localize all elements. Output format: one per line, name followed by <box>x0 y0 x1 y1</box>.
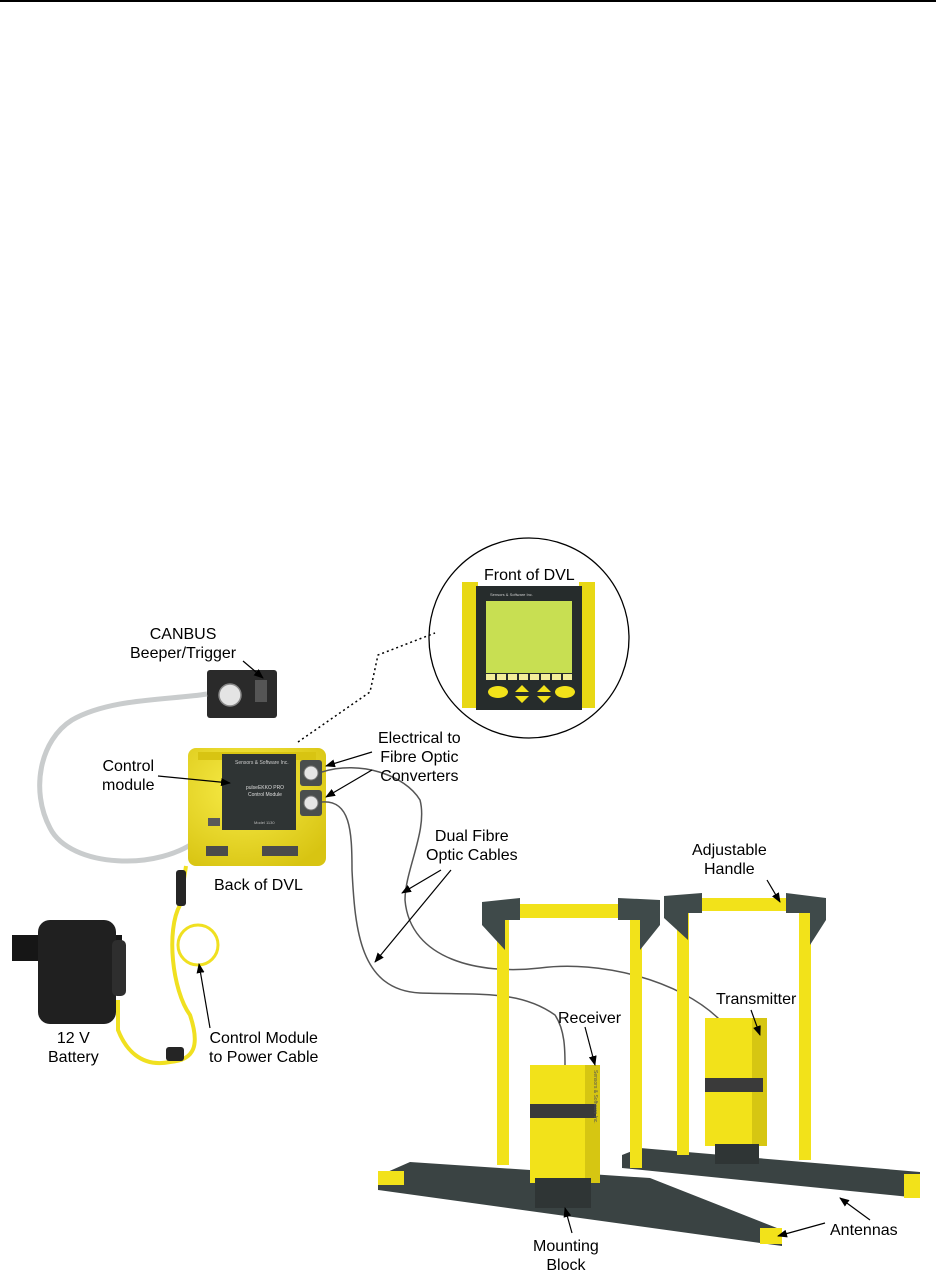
label-power-cable-line1: Control Module <box>209 1030 318 1047</box>
lcd-screen <box>486 601 572 673</box>
fibre-optic-cables <box>321 767 721 1066</box>
arrow-canbus <box>242 660 264 679</box>
label-transmitter: Transmitter <box>716 990 796 1009</box>
canbus-beeper-trigger <box>207 670 277 718</box>
antenna-assembly: Sensors & Software Inc. <box>378 893 920 1246</box>
label-electrical-line2: Fibre Optic <box>380 749 459 766</box>
arrow-mounting-block <box>563 1207 573 1234</box>
arrow-power-cable <box>196 963 211 1029</box>
label-adjustable-line2: Handle <box>704 861 755 878</box>
arrow-transmitter <box>750 1009 761 1036</box>
front-of-dvl-inset: Sensors & Software Inc. <box>428 537 630 739</box>
label-mounting-block: Mounting Block <box>533 1237 599 1275</box>
arrow-fibre-2 <box>374 869 452 963</box>
mounting-block <box>535 1178 591 1208</box>
label-electrical-line1: Electrical to <box>378 730 461 747</box>
label-control-module: Control module <box>102 757 154 795</box>
label-control-module-line2: module <box>102 777 155 794</box>
label-dual-fibre-line2: Optic Cables <box>426 847 518 864</box>
label-receiver-text: Receiver <box>558 1010 622 1027</box>
label-back-of-dvl: Back of DVL <box>214 876 303 895</box>
power-cable <box>116 865 220 1066</box>
label-canbus-line1: CANBUS <box>149 626 217 643</box>
label-electrical-line3: Converters <box>380 768 459 785</box>
receiver-unit: Sensors & Software Inc. <box>530 1065 600 1208</box>
arrow-converter-bottom <box>325 769 373 798</box>
label-antennas: Antennas <box>830 1221 898 1240</box>
arrow-converter-top <box>325 751 373 768</box>
label-battery: 12 V Battery <box>48 1029 99 1067</box>
control-module-panel <box>222 754 296 830</box>
module-name-line2: Control Module <box>248 792 282 798</box>
module-brand-text: Sensors & Software Inc. <box>235 760 289 766</box>
label-power-cable-line2: to Power Cable <box>209 1049 319 1066</box>
label-canbus: CANBUS Beeper/Trigger <box>130 625 236 663</box>
label-canbus-line2: Beeper/Trigger <box>130 645 237 662</box>
transmitter-unit <box>705 1018 767 1164</box>
leader-arrows <box>157 660 871 1238</box>
top-rule <box>0 0 936 2</box>
label-receiver: Receiver <box>558 1009 621 1028</box>
arrow-antenna-1 <box>777 1222 826 1238</box>
module-model-text: Model 1130 <box>254 820 275 825</box>
back-of-dvl: Sensors & Software Inc. pulseEKKO PRO Co… <box>188 748 326 866</box>
transmitter-antenna-board <box>622 1148 920 1198</box>
label-battery-line2: Battery <box>48 1049 99 1066</box>
battery <box>12 920 126 1024</box>
label-front-of-dvl-text: Front of DVL <box>484 567 575 584</box>
label-transmitter-text: Transmitter <box>716 991 797 1008</box>
label-control-module-line1: Control <box>102 758 155 775</box>
label-mounting-line1: Mounting <box>533 1238 599 1255</box>
label-battery-line1: 12 V <box>56 1030 90 1047</box>
arrow-receiver <box>584 1026 597 1066</box>
arrow-handle <box>766 879 781 903</box>
label-adjustable-handle: Adjustable Handle <box>692 841 767 879</box>
label-dual-fibre-line1: Dual Fibre <box>434 828 509 845</box>
label-electrical-converters: Electrical to Fibre Optic Converters <box>378 729 461 786</box>
arrow-antenna-2 <box>839 1197 871 1221</box>
module-name-line1: pulseEKKO PRO <box>246 785 284 791</box>
inset-leader <box>297 632 436 743</box>
receiver-handle <box>482 898 660 1168</box>
front-brand-text: Sensors & Software Inc. <box>490 592 533 597</box>
label-back-of-dvl-text: Back of DVL <box>214 877 303 894</box>
receiver-brand-text: Sensors & Software Inc. <box>592 1070 598 1124</box>
arrow-control-module <box>157 775 231 787</box>
label-dual-fibre: Dual Fibre Optic Cables <box>426 827 518 865</box>
front-panel: Sensors & Software Inc. <box>462 582 595 710</box>
label-mounting-line2: Block <box>546 1257 586 1274</box>
transmitter-handle <box>664 893 826 1160</box>
label-adjustable-line1: Adjustable <box>692 842 767 859</box>
label-power-cable: Control Module to Power Cable <box>209 1029 318 1067</box>
arrow-fibre-1 <box>401 869 442 894</box>
label-front-of-dvl: Front of DVL <box>484 566 575 585</box>
label-antennas-text: Antennas <box>830 1222 898 1239</box>
